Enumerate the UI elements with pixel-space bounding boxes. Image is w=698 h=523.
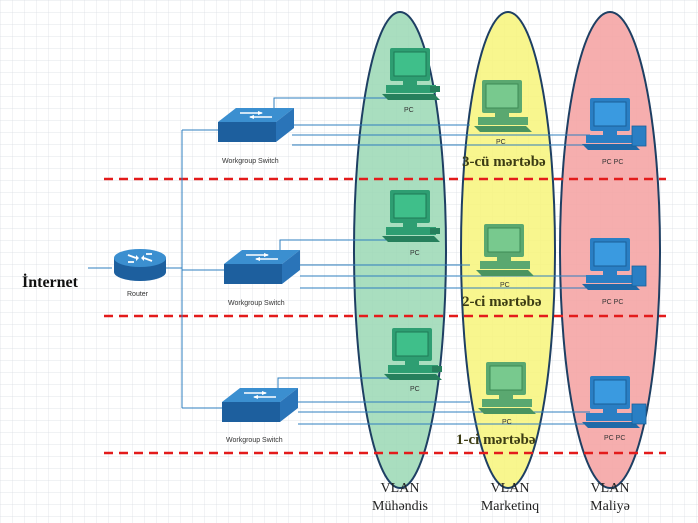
- vlan-muhendis-title: VLAN: [381, 481, 420, 496]
- floor-3-label: 3-cü mərtəbə: [462, 154, 546, 170]
- switch-floor-2-label: Workgroup Switch: [228, 300, 285, 307]
- vlan-marketinq-title: VLAN: [491, 481, 530, 496]
- switch-floor-3-label: Workgroup Switch: [222, 158, 279, 165]
- vlan-muhendis-name: Mühəndis: [372, 499, 428, 514]
- pc-marketinq-floor-2-label: PC: [500, 282, 510, 289]
- pc-marketinq-floor-3-label: PC: [496, 139, 506, 146]
- floor-1-label: 1-ci mərtəbə: [456, 432, 536, 448]
- router: [114, 249, 166, 281]
- pc-maliyye-floor-2-label: PC PC: [602, 299, 623, 306]
- router-links: [88, 129, 226, 409]
- pc-muhendis-floor-1-label: PC: [410, 386, 420, 393]
- pc-maliyye-floor-3-label: PC PC: [602, 159, 623, 166]
- vlan-maliyye-name: Maliyə: [590, 499, 630, 514]
- pc-maliyye-floor-1-label: PC PC: [604, 435, 625, 442]
- floor-2-label: 2-ci mərtəbə: [462, 294, 542, 310]
- vlan-maliyye-title: VLAN: [591, 481, 630, 496]
- pc-muhendis-floor-2-label: PC: [410, 250, 420, 257]
- pc-marketinq-floor-1-label: PC: [502, 419, 512, 426]
- switch-floor-1-label: Workgroup Switch: [226, 437, 283, 444]
- internet-label: İnternet: [22, 272, 79, 291]
- switch-links: [273, 97, 600, 425]
- pc-muhendis-floor-3-label: PC: [404, 107, 414, 114]
- vlan-muhendis-zone: [353, 11, 447, 489]
- vlan-marketinq-name: Marketinq: [481, 499, 539, 514]
- router-label: Router: [127, 291, 149, 298]
